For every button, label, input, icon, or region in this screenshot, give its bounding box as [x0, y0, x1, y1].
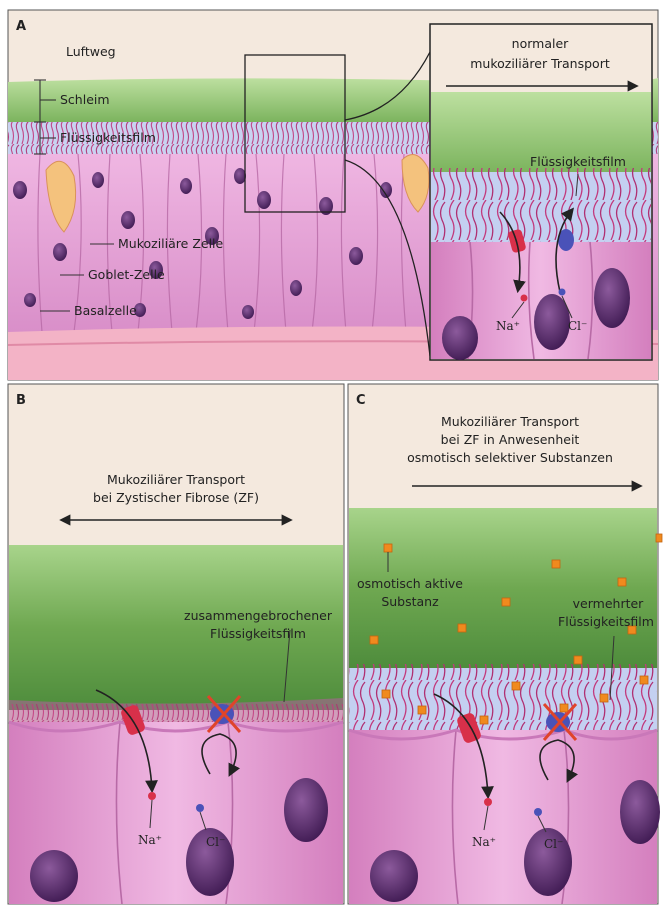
- panel-b-title-line1: Mukoziliärer Transport: [107, 472, 245, 487]
- mucociliary-cell-label: Mukoziliäre Zelle: [118, 236, 224, 251]
- panel-c-title-line2: bei ZF in Anwesenheit: [441, 432, 580, 447]
- panel-b-na-label: Na⁺: [138, 833, 162, 847]
- goblet-cell-label: Goblet-Zelle: [88, 267, 165, 282]
- collapsed-film-line1: zusammengebrochener: [184, 608, 333, 623]
- inset-title-line1: normaler: [512, 36, 569, 51]
- basal-cell-label: Basalzelle: [74, 303, 137, 318]
- panel-b: B Mukoziliärer Transport bei Zystischer …: [8, 384, 344, 904]
- osmotic-substance-line1: osmotisch aktive: [357, 576, 463, 591]
- panel-c-title-line3: osmotisch selektiver Substanzen: [407, 450, 613, 465]
- panel-a-inset: normaler mukoziliärer Transport Flüssigk…: [430, 24, 652, 360]
- panel-c-cl-label: Cl⁻: [544, 837, 563, 851]
- inset-fluid-film-label: Flüssigkeitsfilm: [530, 154, 626, 169]
- collapsed-film-line2: Flüssigkeitsfilm: [210, 626, 306, 641]
- fluid-film-label: Flüssigkeitsfilm: [60, 130, 156, 145]
- airway-label: Luftweg: [66, 44, 116, 59]
- panel-c-letter: C: [356, 393, 366, 408]
- increased-film-line2: Flüssigkeitsfilm: [558, 614, 654, 629]
- panel-c-title-line1: Mukoziliärer Transport: [441, 414, 579, 429]
- inset-na-label: Na⁺: [496, 319, 520, 333]
- panel-a: A Luftweg Schleim Flüssigkeitsfilm Mukoz…: [8, 10, 658, 380]
- panel-c-na-label: Na⁺: [472, 835, 496, 849]
- panel-b-cl-label: Cl⁻: [206, 835, 225, 849]
- osmotic-substance-line2: Substanz: [381, 594, 439, 609]
- mucus-label: Schleim: [60, 92, 110, 107]
- panel-b-title-line2: bei Zystischer Fibrose (ZF): [93, 490, 259, 505]
- inset-title-line2: mukoziliärer Transport: [470, 56, 610, 71]
- panel-c: C Mukoziliärer Transport bei ZF in Anwes…: [348, 384, 662, 904]
- inset-cl-label: Cl⁻: [568, 319, 587, 333]
- panel-b-letter: B: [16, 393, 26, 408]
- panel-a-letter: A: [16, 19, 26, 34]
- increased-film-line1: vermehrter: [573, 596, 645, 611]
